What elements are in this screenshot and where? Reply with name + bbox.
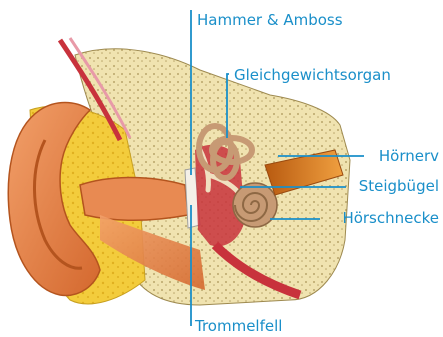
label-steigbuegel: Steigbügel (359, 177, 439, 195)
cochlea (233, 183, 277, 227)
label-gleichgewichtsorgan: Gleichgewichtsorgan (234, 66, 391, 84)
label-hammer-amboss: Hammer & Amboss (197, 11, 343, 29)
label-hoerschnecke: Hörschnecke (342, 209, 439, 227)
label-hoernerv: Hörnerv (379, 147, 439, 165)
ear-canal (80, 178, 188, 221)
label-trommelfell: Trommelfell (195, 317, 282, 335)
